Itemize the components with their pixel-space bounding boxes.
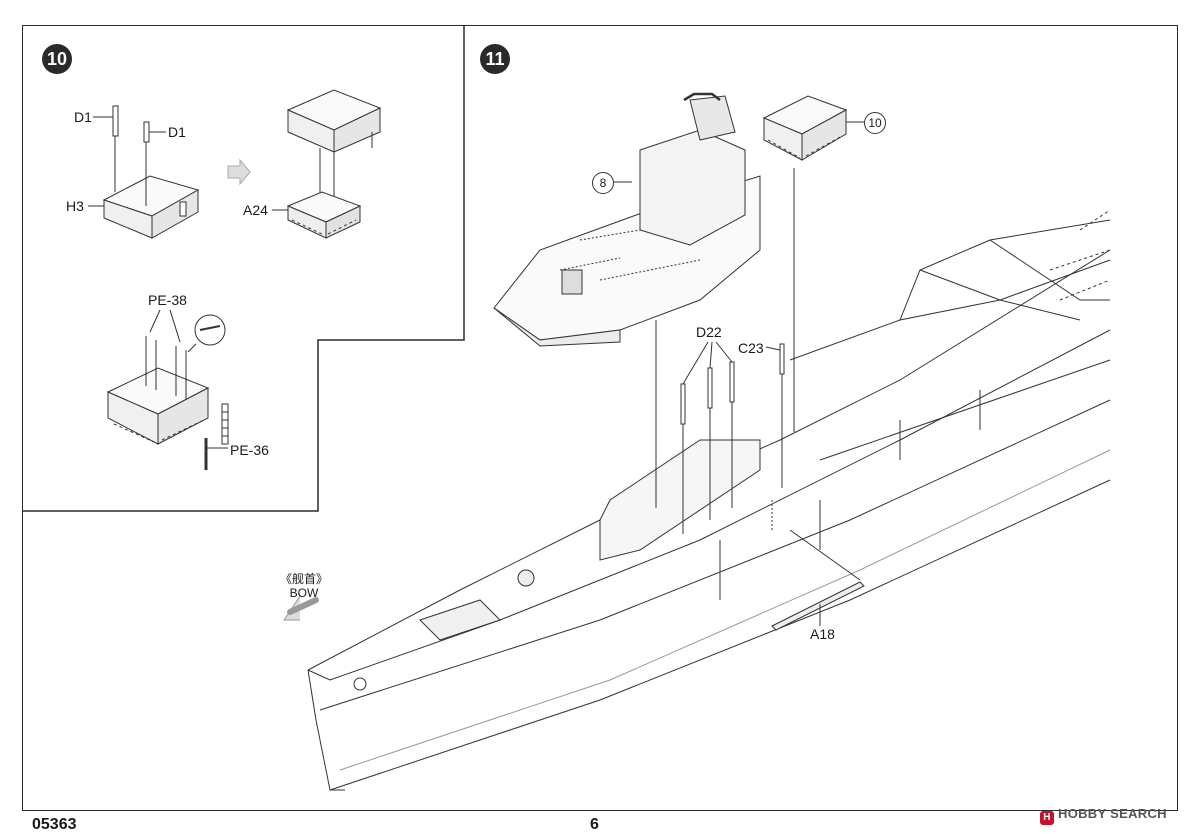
page-number: 6 [590, 816, 599, 833]
hobby-search-logo-icon: H [1040, 811, 1054, 825]
label-pe36: PE-36 [230, 442, 269, 458]
label-d1-left: D1 [74, 109, 92, 125]
bow-label-en: BOW [289, 586, 319, 600]
label-a18: A18 [810, 626, 835, 642]
page-frame [22, 25, 1178, 811]
label-c23: C23 [738, 340, 764, 356]
bow-label-cn: 《舰首》 [280, 572, 329, 586]
step11-hull [307, 209, 1111, 791]
callout-ref-8: 8 [592, 172, 614, 194]
step10-panel-border [22, 25, 465, 512]
step11-platform [762, 95, 864, 161]
callout-ref-10: 10 [864, 112, 886, 134]
bow-direction: 《舰首》 BOW [280, 572, 328, 600]
label-d22: D22 [696, 324, 722, 340]
label-h3: H3 [66, 198, 84, 214]
label-pe38: PE-38 [148, 292, 187, 308]
product-code: 05363 [32, 816, 77, 833]
watermark-text: HOBBY SEARCH [1058, 806, 1167, 821]
step11-leader-lines [283, 168, 865, 631]
label-a24: A24 [243, 202, 268, 218]
step10-badge: 10 [42, 44, 72, 74]
step10-drawing [88, 89, 382, 470]
label-d1-right: D1 [168, 124, 186, 140]
watermark: H HOBBY SEARCH [1040, 806, 1167, 825]
step11-badge: 11 [480, 44, 510, 74]
step11-superstructure [493, 92, 761, 347]
